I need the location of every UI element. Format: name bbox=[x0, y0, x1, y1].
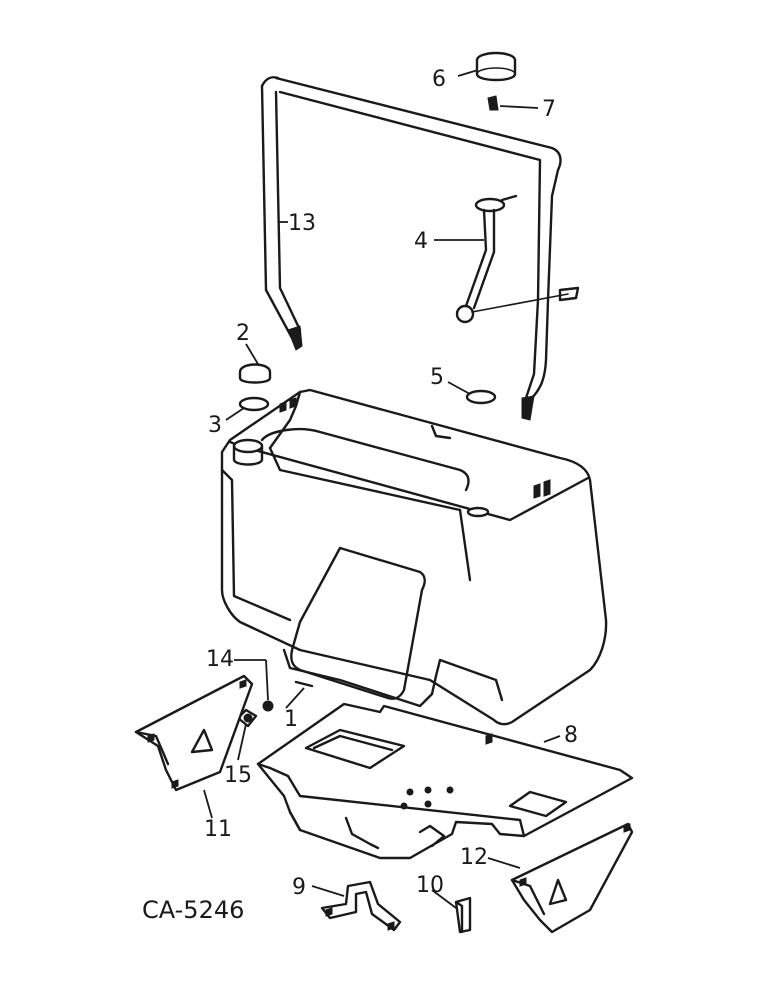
right-bracket-part-12 bbox=[510, 822, 634, 934]
figure-id-label: CA-5246 bbox=[142, 896, 244, 924]
fuel-line-tube bbox=[260, 76, 562, 421]
callout-5: 5 bbox=[430, 365, 444, 390]
callout-10: 10 bbox=[416, 873, 444, 898]
callout-2: 2 bbox=[236, 321, 250, 346]
clip-part-7 bbox=[487, 95, 499, 111]
fuel-tank-part-1 bbox=[220, 388, 608, 726]
base-plate-part-8 bbox=[256, 702, 634, 860]
fastener-part-15 bbox=[236, 708, 258, 728]
u-bracket-part-9 bbox=[320, 880, 402, 932]
gasket-part-3 bbox=[238, 396, 270, 412]
callout-1: 1 bbox=[284, 707, 298, 732]
fuel-cap-part-6 bbox=[475, 51, 517, 82]
gasket-part-5 bbox=[465, 389, 497, 405]
callout-4: 4 bbox=[414, 229, 428, 254]
callout-8: 8 bbox=[564, 723, 578, 748]
small-bracket-part-10 bbox=[454, 896, 472, 934]
callout-6: 6 bbox=[432, 67, 446, 92]
callout-7: 7 bbox=[542, 97, 556, 122]
callout-3: 3 bbox=[208, 413, 222, 438]
callout-15: 15 bbox=[224, 763, 252, 788]
leader-lines bbox=[203, 69, 561, 909]
plug-part-2 bbox=[238, 363, 272, 384]
left-bracket-part-11 bbox=[134, 674, 254, 792]
callout-11: 11 bbox=[204, 817, 232, 842]
callout-14: 14 bbox=[206, 647, 234, 672]
fastener-part-14 bbox=[262, 700, 274, 712]
callout-12: 12 bbox=[460, 845, 488, 870]
callout-13: 13 bbox=[288, 211, 316, 236]
sending-unit-part-4 bbox=[455, 194, 580, 324]
callout-labels: 1 2 3 4 5 6 7 8 9 10 11 12 13 14 15 bbox=[204, 67, 578, 900]
callout-9: 9 bbox=[292, 875, 306, 900]
